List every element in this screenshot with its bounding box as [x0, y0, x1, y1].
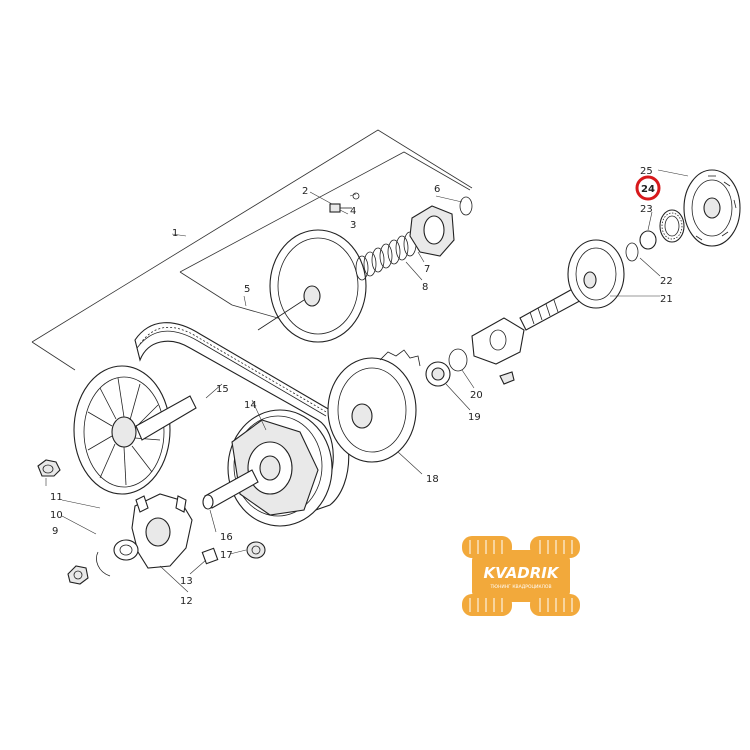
- highlight-ring: [635, 175, 661, 201]
- callout-18: 18: [426, 474, 439, 485]
- callout-4: 4: [350, 206, 356, 217]
- callout-10: 10: [50, 510, 63, 521]
- callout-6: 6: [434, 184, 440, 195]
- clutch-drum: [683, 169, 741, 247]
- one-way-clutch: [659, 209, 685, 243]
- callout-12: 12: [180, 596, 193, 607]
- small-hardware: [67, 539, 266, 585]
- callout-17: 17: [220, 550, 233, 561]
- callout-1: 1: [172, 228, 178, 239]
- callout-15: 15: [216, 384, 229, 395]
- callout-8: 8: [422, 282, 428, 293]
- spider-assembly: [131, 493, 193, 569]
- callout-25: 25: [640, 166, 653, 177]
- drive-pulley-sheave: [73, 365, 197, 495]
- callout-14: 14: [244, 400, 257, 411]
- leader-lines: [45, 169, 689, 593]
- callout-11: 11: [50, 492, 63, 503]
- logo-brand-text: KVADRIK: [483, 564, 559, 582]
- callout-20: 20: [470, 390, 483, 401]
- clutch-cam: [409, 205, 455, 257]
- driven-pulley: [327, 349, 421, 463]
- cam-bolt: [329, 192, 360, 213]
- bearing: [625, 230, 657, 262]
- logo-tagline-text: ТЮНИНГ КВАДРОЦИКЛОВ: [489, 584, 551, 590]
- callout-16: 16: [220, 532, 233, 543]
- callout-21: 21: [660, 294, 673, 305]
- callout-9: 9: [52, 526, 58, 537]
- callout-5: 5: [244, 284, 250, 295]
- snap-ring: [459, 196, 473, 216]
- callout-3: 3: [350, 220, 356, 231]
- callout-2: 2: [302, 186, 308, 197]
- driven-bushing: [425, 348, 468, 387]
- callout-7: 7: [424, 264, 430, 275]
- callout-24: 24: [641, 184, 655, 195]
- fixed-sheave: [257, 229, 367, 343]
- hex-nut: [37, 459, 61, 477]
- callout-23: 23: [640, 204, 653, 215]
- callouts: 1 2 3 4 5 6 7 8 9 10 11 12 13 14 15 16 1…: [50, 166, 673, 607]
- driven-cam: [471, 317, 525, 385]
- assembly-bracket-frame: [31, 129, 473, 371]
- brand-logo: KVADRIK ТЮНИНГ КВАДРОЦИКЛОВ: [462, 536, 580, 616]
- callout-19: 19: [468, 412, 481, 423]
- driven-shaft: [519, 239, 625, 331]
- callout-13: 13: [180, 576, 193, 587]
- clutch-moveable-sheave: [202, 409, 333, 527]
- callout-22: 22: [660, 276, 673, 287]
